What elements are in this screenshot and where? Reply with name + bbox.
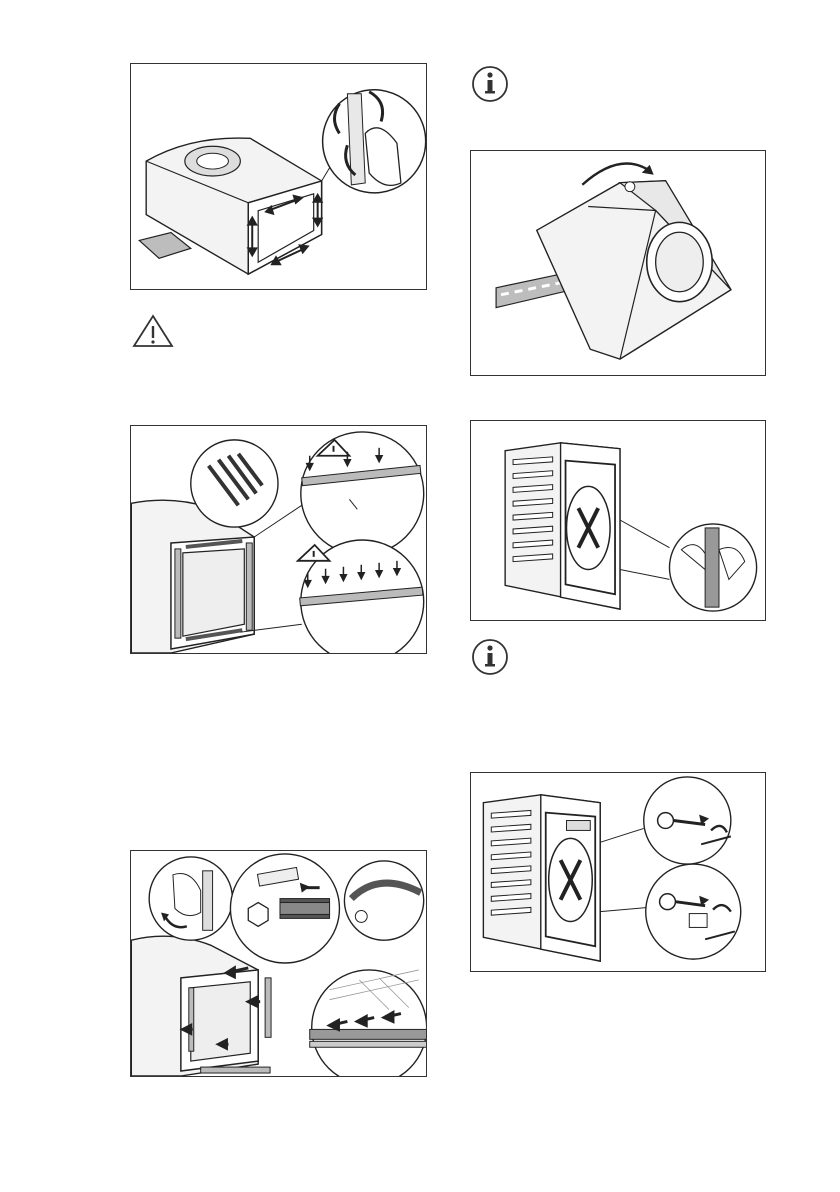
tilt-appliance-drawing — [471, 151, 765, 375]
illustration-unscrew-bolts — [470, 772, 766, 972]
clean-base-drawing — [131, 64, 426, 289]
warning-triangle-icon — [132, 314, 174, 348]
illustration-tilt-appliance — [470, 150, 766, 376]
illustration-clean-base — [130, 63, 427, 290]
illustration-insert-profiles — [130, 850, 427, 1077]
unscrew-bolts-drawing — [471, 773, 765, 971]
illustration-remove-bolts — [470, 420, 766, 621]
information-icon — [471, 65, 509, 103]
apply-strips-drawing — [131, 426, 426, 653]
information-icon — [471, 638, 509, 676]
remove-bolts-drawing — [471, 421, 765, 620]
illustration-apply-strips — [130, 425, 427, 654]
insert-profiles-drawing — [131, 851, 426, 1076]
